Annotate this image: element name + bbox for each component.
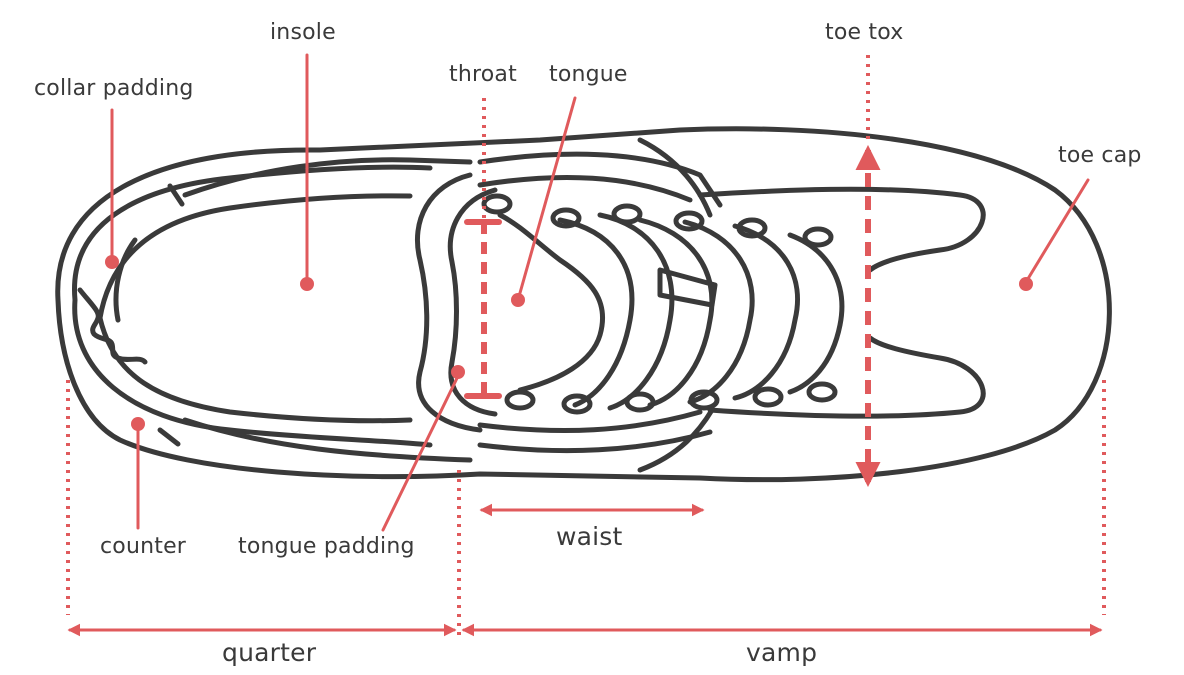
- lace-5: [732, 223, 800, 401]
- toe-cap-wing-top: [697, 186, 986, 273]
- insole-outline: [97, 193, 413, 424]
- counter-seam: [113, 183, 185, 447]
- shoe-outline: [55, 126, 1112, 483]
- eyestay-bottom-inner: [477, 409, 703, 434]
- toe-cap-leader: [1024, 178, 1090, 284]
- tongue-padding-leader: [381, 370, 462, 532]
- vamp-stripe-top: [637, 137, 713, 218]
- vamp-stripe-bottom: [637, 407, 715, 473]
- tongue-leader: [516, 96, 577, 302]
- tongue-outline: [414, 172, 483, 433]
- collar-padding-dot: [105, 255, 119, 269]
- lace-3: [637, 217, 715, 408]
- toe-cap-dot: [1019, 277, 1033, 291]
- indicator-dots: [105, 255, 1033, 431]
- label-counter: counter: [100, 534, 187, 559]
- eyestay-bottom: [477, 429, 713, 454]
- label-tongue: tongue: [549, 62, 628, 87]
- label-collar-padding: collar padding: [34, 76, 194, 101]
- annotations: [66, 53, 1106, 637]
- label-insole: insole: [270, 20, 336, 45]
- outsole-outline: [55, 126, 1112, 483]
- label-throat: throat: [449, 62, 517, 87]
- label-quarter: quarter: [222, 638, 317, 667]
- lace-bow: [657, 267, 718, 308]
- label-waist: waist: [556, 522, 623, 551]
- label-toe-cap: toe cap: [1058, 143, 1142, 168]
- eyestay-top-inner: [477, 174, 693, 203]
- eyestay-top: [477, 151, 723, 208]
- eyelets-top: [481, 193, 834, 248]
- tongue-padding-dot: [451, 365, 465, 379]
- tongue-padding-outline: [447, 187, 498, 417]
- toe-cap-wing-bottom: [707, 335, 986, 419]
- eyelets-bottom: [504, 381, 838, 415]
- label-tongue-padding: tongue padding: [238, 534, 415, 559]
- counter-dot: [131, 417, 145, 431]
- label-vamp: vamp: [746, 638, 818, 667]
- collar-outline: [72, 164, 433, 448]
- lace-4: [682, 219, 755, 405]
- lace-6: [787, 232, 845, 395]
- lace-1: [557, 217, 635, 408]
- label-toe-tox: toe tox: [825, 20, 904, 45]
- tongue-dot: [511, 293, 525, 307]
- insole-dot: [300, 277, 314, 291]
